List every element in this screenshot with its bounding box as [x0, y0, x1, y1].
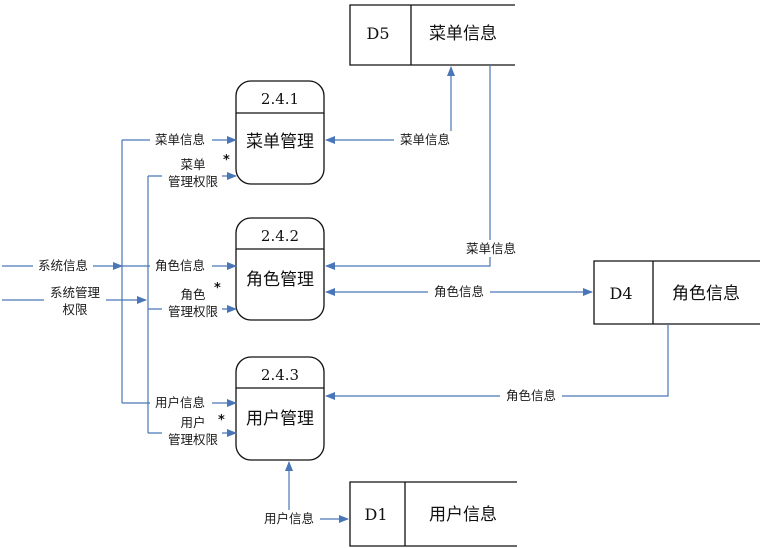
process-2-4-1-name: 菜单管理: [246, 132, 314, 152]
process-2-4-1-id: 2.4.1: [261, 90, 299, 108]
process-2-4-2-id: 2.4.2: [261, 227, 299, 245]
label-user-perm-1: 用户: [180, 415, 205, 430]
label-user-store: 用户信息: [264, 511, 314, 526]
label-menu-perm-2: 管理权限: [168, 174, 219, 189]
label-system-perm-2: 权限: [62, 302, 88, 317]
store-d4-id: D4: [609, 284, 632, 303]
process-2-4-3: 2.4.3 用户管理: [235, 356, 325, 461]
label-menu-info-in: 菜单信息: [155, 132, 205, 147]
cardinality-star-role: *: [214, 281, 221, 296]
flow-menu-to-role: [325, 65, 491, 270]
cardinality-star-menu: *: [223, 153, 230, 168]
store-d1: D1 用户信息: [349, 481, 517, 547]
store-d1-name: 用户信息: [429, 505, 497, 525]
label-role-perm-2: 管理权限: [168, 304, 219, 319]
label-user-perm-2: 管理权限: [168, 432, 219, 447]
label-user-info-in: 用户信息: [155, 395, 205, 410]
label-menu-to-role: 菜单信息: [466, 241, 516, 256]
label-role-info-in: 角色信息: [155, 258, 205, 273]
label-role-to-user: 角色信息: [506, 388, 556, 403]
process-2-4-2-name: 角色管理: [246, 270, 314, 290]
label-system-info: 系统信息: [38, 258, 88, 273]
store-d4: D4 角色信息: [593, 260, 760, 325]
store-d1-id: D1: [364, 505, 387, 524]
label-role-store: 角色信息: [434, 284, 484, 299]
flow-menu-store: [325, 66, 455, 144]
store-d5: D5 菜单信息: [349, 4, 515, 66]
process-2-4-3-name: 用户管理: [246, 409, 314, 429]
cardinality-star-user: *: [218, 413, 225, 428]
flow-role-to-user: [325, 324, 669, 400]
store-d4-name: 角色信息: [672, 284, 740, 304]
store-d5-id: D5: [366, 24, 389, 43]
process-2-4-2: 2.4.2 角色管理: [235, 217, 325, 321]
label-menu-perm-1: 菜单: [180, 157, 205, 172]
label-role-perm-1: 角色: [180, 287, 206, 302]
process-2-4-1: 2.4.1 菜单管理: [235, 80, 325, 185]
label-system-perm-1: 系统管理: [50, 285, 101, 300]
label-menu-info-store: 菜单信息: [400, 132, 450, 147]
flow-labels: 系统信息 系统管理 权限 菜单信息 菜单 管理权限 * 菜单信息 菜单信息 角色…: [33, 131, 562, 527]
process-2-4-3-id: 2.4.3: [261, 366, 299, 384]
store-d5-name: 菜单信息: [429, 24, 497, 44]
